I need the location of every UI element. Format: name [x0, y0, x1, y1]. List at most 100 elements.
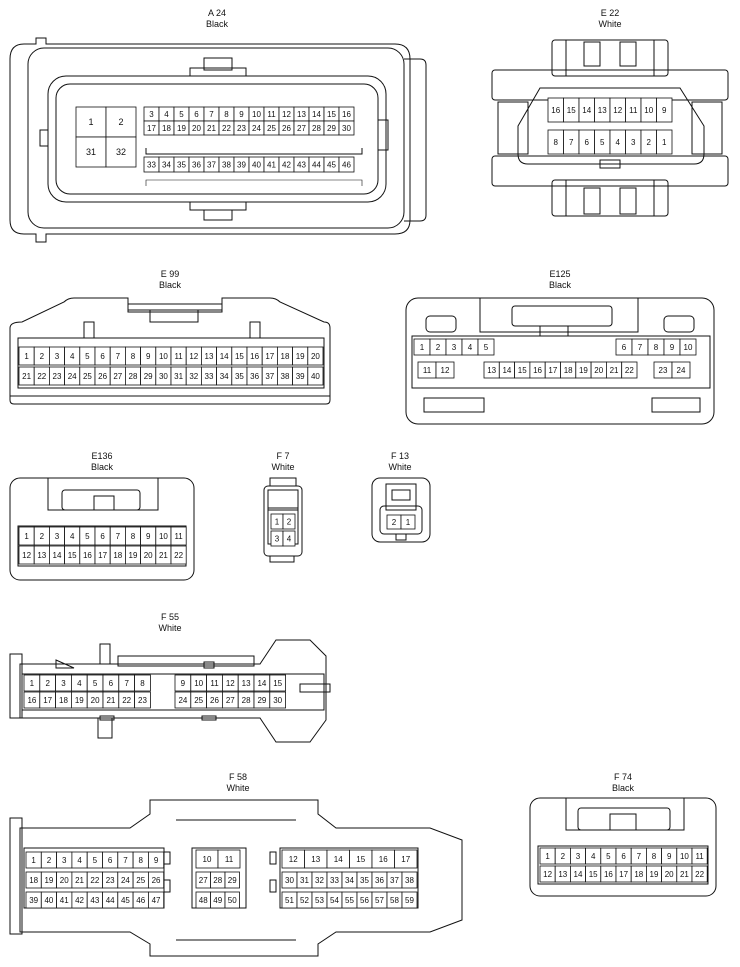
pin-number: 9 [670, 343, 675, 352]
pin-number: 33 [330, 876, 339, 885]
pin-number: 6 [100, 352, 105, 361]
pin-number: 15 [273, 679, 282, 688]
pin-number: 7 [116, 532, 121, 541]
pin-number: 6 [585, 138, 590, 147]
pin-cell [282, 530, 296, 547]
pin-number: 12 [289, 855, 298, 864]
pin-number: 26 [98, 372, 107, 381]
pin-number: 22 [222, 124, 231, 133]
pin-number: 8 [131, 352, 136, 361]
pin-number: 10 [159, 352, 168, 361]
pin-number: 2 [287, 517, 292, 526]
pin-number: 56 [360, 896, 369, 905]
pin-number: 13 [311, 855, 320, 864]
pin-number: 12 [441, 366, 450, 375]
connector-e99-housing [9, 297, 331, 405]
pin-number: 18 [113, 551, 122, 560]
pin-number: 20 [60, 876, 69, 885]
pin-number: 55 [345, 896, 354, 905]
pin-cell [217, 849, 241, 869]
pin-number: 30 [273, 696, 282, 705]
pin-number: 17 [619, 870, 628, 879]
pin-number: 42 [75, 896, 84, 905]
pin-number: 2 [647, 138, 652, 147]
pin-number: 37 [390, 876, 399, 885]
pin-number: 11 [174, 352, 183, 361]
pin-number: 8 [139, 856, 144, 865]
connector-e125-housing [405, 297, 715, 425]
pin-number: 19 [296, 352, 305, 361]
pin-number: 19 [129, 551, 138, 560]
pin-number: 3 [55, 352, 60, 361]
pin-number: 3 [452, 343, 457, 352]
pin-number: 1 [420, 343, 425, 352]
pin-cell [401, 871, 418, 889]
pin-number: 23 [237, 124, 246, 133]
pin-number: 1 [24, 352, 29, 361]
pin-number: 33 [205, 372, 214, 381]
pin-number: 52 [300, 896, 309, 905]
pin-number: 8 [131, 532, 136, 541]
pin-number: 58 [390, 896, 399, 905]
pin-number: 4 [468, 343, 473, 352]
pin-number: 16 [342, 110, 351, 119]
pin-number: 16 [604, 870, 613, 879]
pin-number: 11 [225, 855, 234, 864]
pin-number: 2 [118, 117, 123, 127]
pin-number: 14 [220, 352, 229, 361]
pin-number: 31 [86, 147, 96, 157]
pin-number: 28 [129, 372, 138, 381]
pin-number: 12 [226, 679, 235, 688]
pin-number: 8 [554, 138, 559, 147]
pin-cell [105, 136, 137, 168]
pin-number: 14 [582, 106, 591, 115]
pin-number: 19 [177, 124, 186, 133]
pin-number: 16 [250, 352, 259, 361]
pin-number: 2 [45, 679, 50, 688]
pin-number: 27 [226, 696, 235, 705]
pin-number: 34 [345, 876, 354, 885]
pin-number: 26 [210, 696, 219, 705]
pin-number: 17 [147, 124, 156, 133]
pin-number: 25 [136, 876, 145, 885]
pin-number: 23 [659, 366, 668, 375]
pin-number: 27 [199, 876, 208, 885]
pin-number: 11 [629, 106, 638, 115]
pin-cell [224, 871, 240, 889]
pin-number: 17 [401, 855, 410, 864]
pin-cell [435, 361, 455, 379]
pin-cell [621, 361, 638, 379]
pin-number: 17 [43, 696, 52, 705]
pin-number: 5 [85, 532, 90, 541]
pin-number: 3 [61, 679, 66, 688]
pin-number: 11 [267, 110, 276, 119]
pin-cell [282, 513, 296, 530]
connector-f55-housing [9, 639, 331, 743]
pin-number: 3 [631, 138, 636, 147]
pin-number: 13 [205, 352, 214, 361]
pin-number: 2 [392, 518, 397, 527]
pin-number: 51 [285, 896, 294, 905]
pin-number: 17 [98, 551, 107, 560]
pin-number: 12 [189, 352, 198, 361]
pin-number: 18 [29, 876, 38, 885]
pin-number: 22 [122, 696, 131, 705]
pin-number: 11 [695, 852, 704, 861]
pin-number: 9 [239, 110, 244, 119]
pin-number: 49 [213, 896, 222, 905]
pin-number: 1 [662, 138, 667, 147]
pin-number: 4 [77, 856, 82, 865]
pin-number: 4 [70, 352, 75, 361]
pin-number: 19 [650, 870, 659, 879]
pin-number: 16 [27, 696, 36, 705]
pin-number: 38 [405, 876, 414, 885]
pin-number: 29 [327, 124, 336, 133]
pin-number: 48 [199, 896, 208, 905]
pin-number: 9 [154, 856, 159, 865]
pin-number: 22 [625, 366, 634, 375]
